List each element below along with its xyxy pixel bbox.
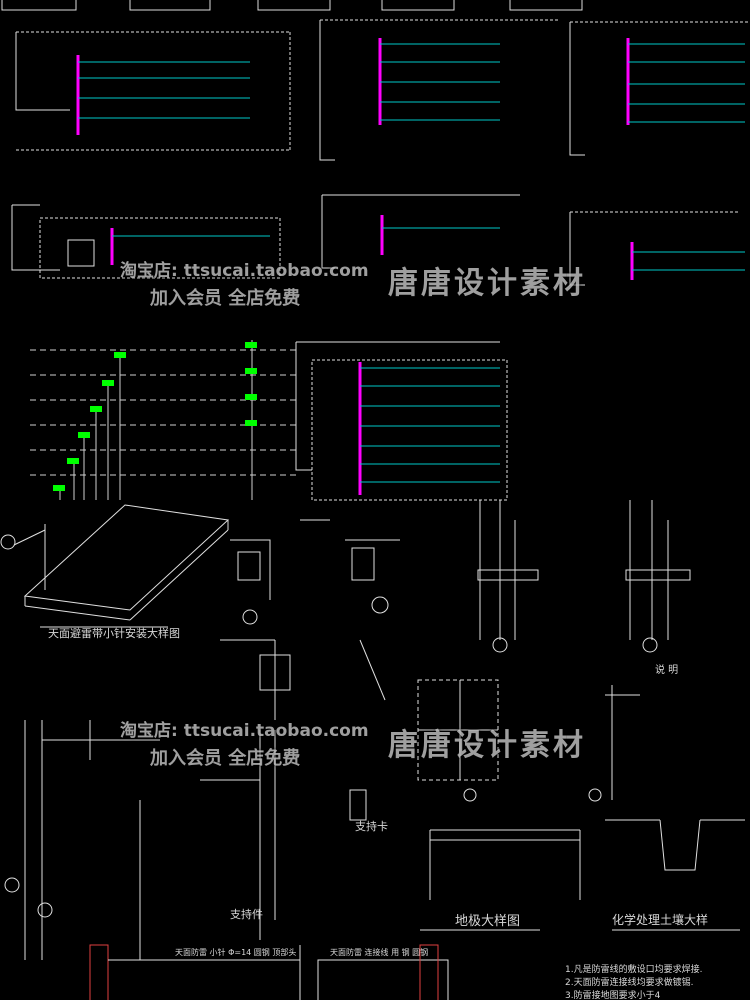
- note-line-1: 1.凡是防雷线的敷设口均要求焊接.: [565, 963, 702, 975]
- panel-schedule: [295, 341, 508, 501]
- electrode-detail: [220, 639, 386, 821]
- watermark-brand-bottom: 唐唐设计素材: [388, 728, 586, 763]
- note-line-3: 3.防雷接地图要求小于4: [565, 989, 661, 1000]
- watermark-brand-top: 唐唐设计素材: [388, 266, 586, 301]
- grounding-plan: [417, 679, 602, 802]
- bracket-title: 支持件: [230, 907, 263, 921]
- riser-diagram: [30, 340, 300, 500]
- wall-sections: [4, 720, 276, 960]
- note-line-2: 2.天面防雷连接线均要求做镀锡.: [565, 976, 693, 988]
- chem-soil-title: 化学处理土壤大样: [612, 912, 708, 927]
- watermark-shop-top: 淘宝店: ttsucai.taobao.com: [120, 261, 369, 281]
- roof-conn-label-2: 天面防雷 连接线 用 钢 圆钢: [330, 947, 428, 957]
- panel-schematic-4: [11, 204, 281, 279]
- roof-conn-label: 天面防雷 小针 Φ=14 圆钢 顶部头: [175, 947, 296, 957]
- pile-details: [477, 500, 691, 653]
- panel-schematic-5: [321, 194, 520, 269]
- roof-parapet-detail: [0, 504, 230, 628]
- roof-detail-title: 天面避雷带小针安装大样图: [48, 626, 180, 640]
- watermark-shop-bottom: 淘宝店: ttsucai.taobao.com: [120, 721, 369, 741]
- ground-grid-detail: [420, 829, 581, 931]
- panel-schematic-6: [569, 211, 745, 286]
- chem-soil-detail: [605, 685, 745, 931]
- riser-green-fixtures: [53, 342, 257, 491]
- panel-schematic-3: [569, 21, 750, 156]
- watermark-member-bottom: 加入会员 全店免费: [150, 748, 301, 769]
- notes-title: 说 明: [655, 663, 678, 676]
- watermark-member-top: 加入会员 全店免费: [150, 288, 301, 309]
- support-title: 支持卡: [355, 819, 388, 833]
- panel-schematic-2: [319, 19, 560, 161]
- bottom-details: [89, 944, 449, 1000]
- clamp-details: [230, 519, 400, 625]
- ground-grid-title: 地极大样图: [455, 914, 520, 929]
- top-title-boxes: [1, 0, 583, 11]
- panel-schematic-1: [15, 31, 291, 151]
